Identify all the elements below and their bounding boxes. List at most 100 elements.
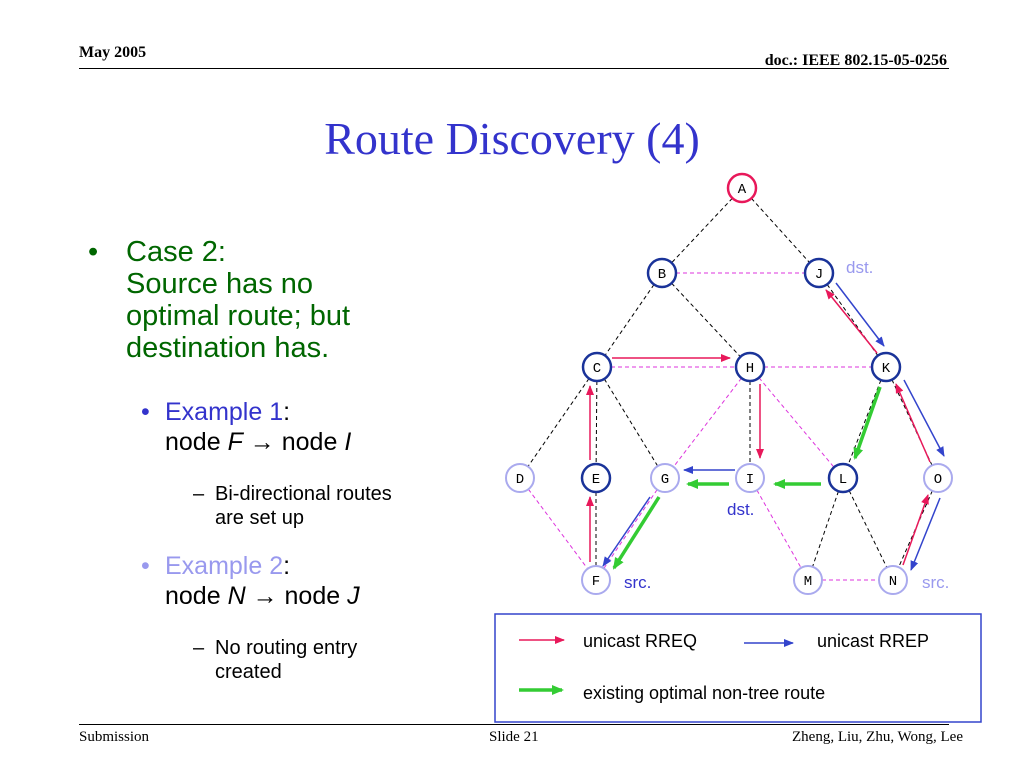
legend-rreq-label: unicast RREQ bbox=[583, 631, 697, 651]
label-src-n: src. bbox=[922, 573, 949, 592]
link-c-g bbox=[596, 366, 666, 479]
example-1-note: – Bi-directional routes are set up bbox=[193, 482, 392, 530]
header-date: May 2005 bbox=[79, 44, 147, 61]
footer-divider bbox=[79, 724, 949, 725]
node-b-label: B bbox=[658, 267, 666, 283]
header-doc-id: doc.: IEEE 802.15-05-0256 bbox=[764, 52, 947, 69]
rreq-k-j bbox=[825, 289, 878, 354]
dash: – bbox=[193, 637, 205, 659]
sub-bullet-dot: • bbox=[141, 398, 150, 426]
node-b-circle bbox=[646, 257, 678, 289]
node-b: B bbox=[646, 257, 678, 289]
rrep-arrows bbox=[602, 282, 945, 571]
node-f-label: F bbox=[592, 574, 600, 590]
link-b-h bbox=[661, 272, 751, 368]
link-l-n bbox=[842, 477, 894, 581]
nodes: A B J C H K D E bbox=[505, 172, 953, 595]
node-o-circle bbox=[923, 463, 953, 493]
route-to: I bbox=[344, 428, 352, 456]
node-n-label: N bbox=[889, 574, 897, 590]
link-c-d bbox=[519, 366, 598, 479]
node-f: F bbox=[581, 565, 611, 595]
link-a-j bbox=[741, 187, 820, 274]
node-l-label: L bbox=[839, 472, 847, 488]
case-line-1: Case 2: bbox=[126, 236, 226, 268]
link-h-g bbox=[664, 366, 751, 479]
non-tree-links bbox=[519, 272, 893, 581]
rreq-arrows bbox=[586, 289, 931, 566]
link-d-f bbox=[519, 477, 597, 581]
node-e-circle bbox=[580, 462, 612, 494]
rrep-o-n bbox=[910, 497, 941, 571]
node-d-label: D bbox=[516, 472, 524, 488]
legend-optimal-label: existing optimal non-tree route bbox=[583, 683, 825, 703]
colon: : bbox=[283, 398, 291, 426]
note-line-1: Bi-directional routes bbox=[215, 483, 392, 505]
link-o-n bbox=[892, 477, 939, 581]
example-2: • Example 2: node N → node J bbox=[141, 551, 360, 611]
node-i: I bbox=[735, 463, 765, 493]
legend: unicast RREQ unicast RREP existing optim… bbox=[494, 613, 982, 723]
label-dst-i: dst. bbox=[727, 500, 754, 519]
node-g-label: G bbox=[661, 472, 669, 488]
node-e: E bbox=[580, 462, 612, 494]
label-src-f: src. bbox=[624, 573, 651, 592]
link-g-f bbox=[595, 477, 666, 581]
node-g: G bbox=[650, 463, 680, 493]
green-route-g-f bbox=[612, 496, 661, 570]
node-e-label: E bbox=[592, 472, 600, 488]
node-h-circle bbox=[734, 351, 766, 383]
node-a: A bbox=[726, 172, 758, 204]
footer-slide-number: Slide 21 bbox=[489, 729, 539, 745]
node-k-circle bbox=[870, 351, 902, 383]
rrep-g-f bbox=[602, 496, 651, 567]
node-a-label: A bbox=[738, 182, 747, 198]
rrep-j-k bbox=[835, 282, 885, 347]
node-m-circle bbox=[793, 565, 823, 595]
node-h: H bbox=[734, 351, 766, 383]
node-j-circle bbox=[803, 257, 835, 289]
footer-authors: Zheng, Liu, Zhu, Wong, Lee bbox=[792, 729, 963, 745]
route-from: N bbox=[227, 582, 246, 610]
example-2-note: – No routing entry created bbox=[193, 636, 357, 684]
note-line-2: created bbox=[215, 661, 282, 683]
bullet-dot: • bbox=[88, 236, 99, 268]
node-o-label: O bbox=[934, 472, 942, 488]
node-k-label: K bbox=[882, 361, 891, 377]
link-c-e bbox=[595, 366, 598, 479]
node-d: D bbox=[505, 463, 535, 493]
node-m: M bbox=[793, 565, 823, 595]
legend-box bbox=[494, 613, 982, 723]
node-f-circle bbox=[581, 565, 611, 595]
node-c-circle bbox=[581, 351, 613, 383]
rrep-k-o bbox=[903, 379, 945, 457]
node-n: N bbox=[878, 565, 908, 595]
sub-bullet-dot: • bbox=[141, 552, 150, 580]
route-prefix: node bbox=[277, 582, 348, 610]
node-c: C bbox=[581, 351, 613, 383]
green-route-k-l bbox=[853, 386, 882, 460]
node-j: J bbox=[803, 257, 835, 289]
node-o: O bbox=[923, 463, 953, 493]
header-divider bbox=[79, 68, 949, 69]
example-2-route: node N → node J bbox=[165, 581, 360, 611]
node-m-label: M bbox=[804, 574, 812, 590]
node-n-circle bbox=[878, 565, 908, 595]
example-2-label: Example 2 bbox=[165, 552, 284, 580]
node-i-label: I bbox=[746, 472, 754, 488]
example-1-route: node F → node I bbox=[165, 427, 351, 457]
node-g-circle bbox=[650, 463, 680, 493]
case-text: Case 2: Source has no optimal route; but… bbox=[126, 236, 350, 364]
case-line-4: destination has. bbox=[126, 332, 330, 364]
link-h-l bbox=[749, 366, 844, 479]
rreq-o-k bbox=[895, 383, 931, 463]
route-prefix: node bbox=[165, 428, 228, 456]
example-1-label: Example 1 bbox=[165, 398, 284, 426]
link-i-m bbox=[749, 477, 809, 581]
tree-links bbox=[519, 187, 939, 581]
note-line-2: are set up bbox=[215, 507, 304, 529]
arrow-icon: → bbox=[252, 582, 278, 610]
node-d-circle bbox=[505, 463, 535, 493]
node-h-label: H bbox=[746, 361, 754, 377]
